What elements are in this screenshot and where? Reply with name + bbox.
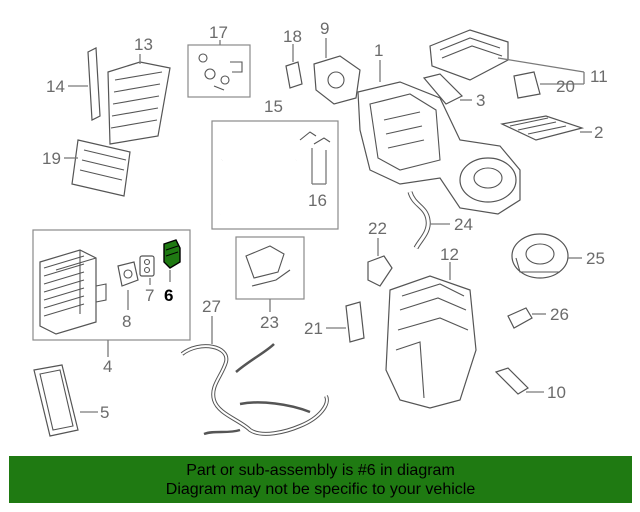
blower-motor xyxy=(511,233,569,279)
callout-27: 27 xyxy=(202,297,221,316)
callout-20: 20 xyxy=(556,77,575,96)
drain-tube xyxy=(407,191,431,250)
actuator-plate xyxy=(313,55,361,105)
callout-26: 26 xyxy=(550,305,569,324)
callout-19: 19 xyxy=(42,149,61,168)
cabin-filter-frame xyxy=(33,364,79,437)
sensor-10 xyxy=(494,367,529,395)
callout-5: 5 xyxy=(100,403,109,422)
callout-23: 23 xyxy=(260,313,279,332)
sensor-bracket xyxy=(285,61,303,89)
callout-10: 10 xyxy=(547,383,566,402)
callout-3: 3 xyxy=(476,91,485,110)
temp-sensor xyxy=(507,307,533,329)
callout-14: 14 xyxy=(46,77,65,96)
group-box-15 xyxy=(211,120,339,230)
callout-4: 4 xyxy=(103,357,112,376)
gasket xyxy=(139,255,155,277)
servo-motor xyxy=(422,73,464,105)
pipe-fitting xyxy=(95,283,107,303)
callout-12: 12 xyxy=(440,245,459,264)
seal-strip xyxy=(87,47,101,121)
heater-hoses xyxy=(219,131,331,216)
callout-24: 24 xyxy=(454,215,473,234)
leader-11a xyxy=(497,57,585,73)
resistor xyxy=(367,255,393,287)
callout-9: 9 xyxy=(320,19,329,38)
hvac-housing xyxy=(357,81,521,215)
callout-18: 18 xyxy=(283,27,302,46)
lower-housing xyxy=(385,275,477,409)
air-duct xyxy=(429,29,509,81)
callout-25: 25 xyxy=(586,249,605,268)
actuator-motor-20 xyxy=(513,71,541,99)
callout-13: 13 xyxy=(134,35,153,54)
group-box-4 xyxy=(32,229,191,341)
heater-core xyxy=(107,61,171,145)
group-box-17 xyxy=(187,44,251,98)
callout-8: 8 xyxy=(122,312,131,331)
callout-7: 7 xyxy=(145,286,154,305)
callout-6: 6 xyxy=(164,286,173,305)
banner-line-1: Part or sub-assembly is #6 in diagram xyxy=(186,462,455,479)
callout-21: 21 xyxy=(304,319,323,338)
hardware-kit xyxy=(198,53,243,91)
duct-seal xyxy=(345,301,365,343)
parts-diagram: 1 2 3 4 5 6 7 8 9 10 11 12 13 14 15 16 1… xyxy=(32,19,608,437)
callout-2: 2 xyxy=(594,123,603,142)
callout-15: 15 xyxy=(264,97,283,116)
evaporator-core xyxy=(39,249,97,335)
callout-16: 16 xyxy=(308,191,327,210)
highlighted-part-6 xyxy=(163,239,181,269)
cabin-air-filter xyxy=(500,115,585,141)
callout-22: 22 xyxy=(368,219,387,238)
ptc-heater xyxy=(71,139,131,197)
callout-17: 17 xyxy=(209,23,228,42)
callout-11: 11 xyxy=(590,67,608,86)
mounting-bracket xyxy=(245,245,291,287)
banner-line-2: Diagram may not be specific to your vehi… xyxy=(165,481,476,498)
expansion-valve xyxy=(117,261,139,287)
info-banner: Part or sub-assembly is #6 in diagram Di… xyxy=(9,456,632,503)
wiring-harness xyxy=(180,343,329,436)
callout-1: 1 xyxy=(374,41,383,60)
